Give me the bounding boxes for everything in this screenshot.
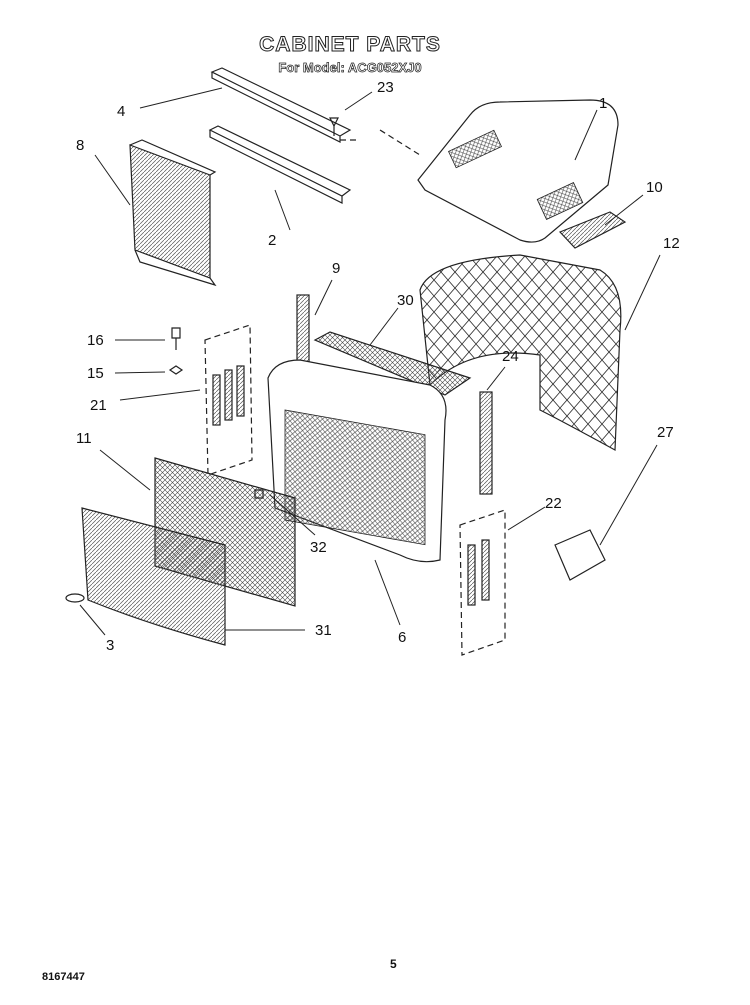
callout-12: 12 xyxy=(663,235,680,252)
part-23-screw xyxy=(329,117,339,136)
leader-lines xyxy=(79,87,661,636)
callout-2: 2 xyxy=(268,232,277,249)
callout-16: 16 xyxy=(87,332,104,349)
callout-27: 27 xyxy=(657,424,674,441)
callout-15: 15 xyxy=(87,365,104,382)
callout-30: 30 xyxy=(397,292,414,309)
callout-3: 3 xyxy=(106,637,115,654)
callout-31: 31 xyxy=(315,622,332,639)
callout-24: 24 xyxy=(502,348,519,365)
part-21-bracket-kit xyxy=(204,324,253,476)
callout-4: 4 xyxy=(117,103,126,120)
callout-22: 22 xyxy=(545,495,562,512)
callout-1: 1 xyxy=(599,95,608,112)
part-2-rail xyxy=(208,125,352,204)
callout-21: 21 xyxy=(90,397,107,414)
document-number: 8167447 xyxy=(42,971,85,983)
callout-8: 8 xyxy=(76,137,85,154)
model-subtitle: For Model: ACG052XJ0 xyxy=(278,60,422,76)
part-22-bracket-kit xyxy=(459,509,506,656)
callout-10: 10 xyxy=(646,179,663,196)
part-9-seal-strip xyxy=(296,294,310,368)
callout-23: 23 xyxy=(377,79,394,96)
part-30-louver xyxy=(313,331,472,396)
part-10-foam-strip xyxy=(558,211,627,249)
part-32-screw xyxy=(254,489,264,499)
part-31-front-grille xyxy=(81,507,226,646)
page-number: 5 xyxy=(390,957,397,971)
callout-32: 32 xyxy=(310,539,327,556)
part-24-seal-strip xyxy=(479,391,493,495)
callout-6: 6 xyxy=(398,629,407,646)
part-16-screw xyxy=(171,327,181,350)
part-4-top-rail xyxy=(210,67,352,143)
part-27-bracket xyxy=(554,529,606,581)
part-15-clip xyxy=(168,365,184,375)
callout-11: 11 xyxy=(76,430,92,447)
callout-9: 9 xyxy=(332,260,341,277)
part-3-badge xyxy=(65,593,85,603)
part-12-cabinet-wrapper xyxy=(419,254,622,451)
page-title: CABINET PARTS xyxy=(259,33,441,57)
